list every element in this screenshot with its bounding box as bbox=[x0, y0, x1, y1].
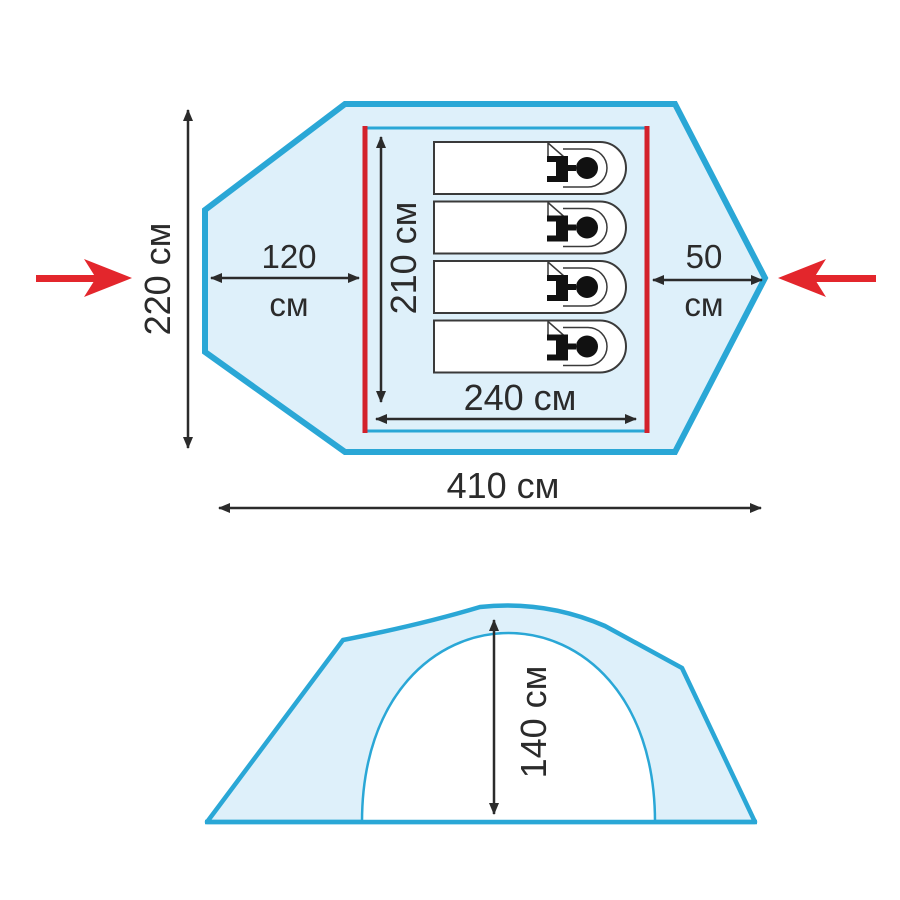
sleeping-places bbox=[433, 141, 627, 374]
person-icon bbox=[547, 215, 598, 242]
label-right-vestibule-unit: см bbox=[684, 286, 723, 323]
person-icon bbox=[547, 334, 598, 361]
sleeping-bag bbox=[433, 319, 627, 374]
sleeping-bag bbox=[433, 200, 627, 255]
tent-side-door bbox=[360, 631, 657, 824]
entry-arrow-left bbox=[36, 259, 132, 297]
label-right-vestibule-value: 50 bbox=[686, 238, 723, 275]
label-left-vestibule-value: 120 bbox=[261, 238, 316, 275]
sleeping-bag bbox=[433, 141, 627, 195]
person-icon bbox=[547, 275, 598, 301]
sleeping-bag bbox=[433, 260, 627, 314]
entry-arrow-right bbox=[778, 259, 876, 297]
side-view: 140 см bbox=[204, 603, 758, 825]
floor-plan: 220 см 120 см 50 см 210 см 240 см 410 см bbox=[36, 101, 876, 513]
person-icon bbox=[547, 156, 598, 182]
label-height: 140 см bbox=[513, 666, 554, 779]
label-total-width: 220 см bbox=[137, 223, 178, 336]
label-left-vestibule-unit: см bbox=[269, 286, 308, 323]
label-total-length: 410 см bbox=[447, 465, 560, 506]
label-inner-width: 210 см bbox=[383, 202, 424, 315]
label-inner-length: 240 см bbox=[464, 377, 577, 418]
